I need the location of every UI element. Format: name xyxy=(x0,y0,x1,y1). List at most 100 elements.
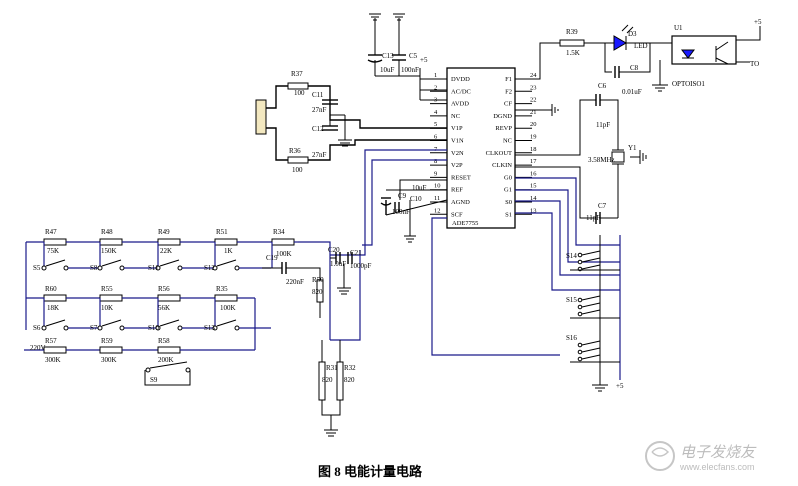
component-label-d: D3 xyxy=(628,30,637,38)
switch-contact xyxy=(577,304,583,310)
ic-pin-number: 15 xyxy=(530,183,537,190)
ic-pin-number: 5 xyxy=(434,121,437,128)
ic-pin-name: NC xyxy=(503,138,512,145)
component-label-plus5-top: +5 xyxy=(420,56,428,64)
component-label-r32: R32 xyxy=(344,364,356,372)
component-label-yv: 3.58MHz xyxy=(588,156,615,164)
component-label-r47: R47 xyxy=(45,228,57,236)
ic-pin-number: 8 xyxy=(434,158,437,165)
component-label-s11: S11 xyxy=(148,264,159,272)
ic-pin-name: G0 xyxy=(504,174,512,181)
switch-contact xyxy=(234,325,240,331)
component-label-c9v: 10uF xyxy=(412,184,427,192)
ic-pin-name: F1 xyxy=(505,76,512,83)
switch-contact xyxy=(119,325,125,331)
ic-pin-name: AVDD xyxy=(451,101,469,108)
switch-blade xyxy=(45,319,66,327)
switch-contact xyxy=(577,259,583,265)
component-label-r37: R37 xyxy=(291,70,303,78)
component-label-r36: R36 xyxy=(289,147,301,155)
switch-blade xyxy=(581,340,601,346)
component-label-s16: S16 xyxy=(566,334,577,342)
component-label-r35: R35 xyxy=(216,285,228,293)
component-label-c8v: 0.01uF xyxy=(622,88,642,96)
component-label-r49: R49 xyxy=(158,228,170,236)
switch-contact xyxy=(577,349,583,355)
switch-contact xyxy=(41,265,47,271)
component-label-s6: S6 xyxy=(33,324,41,332)
switch-contact xyxy=(234,265,240,271)
component-label-r35v: 100K xyxy=(220,304,236,312)
component-label-c5v: 100nF xyxy=(401,66,419,74)
ic-pin-number: 19 xyxy=(530,134,537,141)
component-label-c10: C10 xyxy=(410,195,422,203)
switch-blade xyxy=(45,259,66,267)
voltage-input-network xyxy=(24,241,361,437)
component-label-r59v: 300K xyxy=(101,356,117,364)
component-label-c21v: 1000pF xyxy=(350,262,372,270)
ic-pin-name: V1N xyxy=(451,138,464,145)
component-label-y: Y1 xyxy=(628,144,637,152)
component-label-r60: R60 xyxy=(45,285,57,293)
component-label-c9: C9 xyxy=(398,192,407,200)
component-label-dv: LED xyxy=(634,42,648,50)
ic-pin-name: CF xyxy=(504,101,512,108)
component-label-c13v: 10uF xyxy=(380,66,395,74)
switch-blade xyxy=(159,319,180,327)
component-label-r60v: 18K xyxy=(47,304,59,312)
component-label-r50v: 820 xyxy=(312,288,323,296)
watermark-title: 电子发烧友 xyxy=(680,444,757,461)
component-label-c13: C13 xyxy=(382,52,394,60)
component-label-s12: S12 xyxy=(204,264,215,272)
switch-blade xyxy=(149,361,188,369)
ic-pin-name: REF xyxy=(451,187,463,194)
watermark: 电子发烧友 www.elecfans.com xyxy=(645,441,757,472)
component-label-u: U1 xyxy=(674,24,683,32)
ic-pin-name: F2 xyxy=(505,88,512,95)
component-label-c7: C7 xyxy=(598,202,607,210)
ic-pin-number: 6 xyxy=(434,134,438,141)
resistor xyxy=(157,238,181,246)
component-label-r57: R57 xyxy=(45,337,57,345)
ic-pin-number: 18 xyxy=(530,146,537,153)
ic-pin-name: CLKIN xyxy=(492,162,512,169)
component-label-r39v: 1.5K xyxy=(566,49,580,57)
figure-caption: 图 8 电能计量电路 xyxy=(318,464,423,479)
component-label-r48v: 150K xyxy=(101,247,117,255)
ic-pin-number: 16 xyxy=(530,170,537,177)
component-label-to: TO xyxy=(750,60,759,68)
switch-blade xyxy=(101,319,122,327)
switch-contact xyxy=(63,325,69,331)
switch-contact xyxy=(97,265,103,271)
ic-pin-number: 23 xyxy=(530,84,537,91)
component-label-r32v: 820 xyxy=(344,376,355,384)
component-label-r31v: 820 xyxy=(322,376,333,384)
ic-pin-number: 1 xyxy=(434,72,437,79)
ic-pin-name: AC/DC xyxy=(451,88,471,95)
component-label-s14: S14 xyxy=(566,252,577,260)
component-label-r51v: 1K xyxy=(224,247,233,255)
ic-pin-number: 17 xyxy=(530,158,537,165)
component-label-c20v: 1.0uF xyxy=(330,260,346,268)
component-label-r57v: 300K xyxy=(45,356,61,364)
component-label-r39: R39 xyxy=(566,28,578,36)
component-label-c21: C21 xyxy=(350,249,362,257)
component-label-c11v: 27nF xyxy=(312,106,327,114)
resistor xyxy=(99,238,123,246)
ic-pin-number: 9 xyxy=(434,170,437,177)
ic-pin-number: 20 xyxy=(530,121,537,128)
switch-blade xyxy=(159,259,180,267)
component-label-c12: C12 xyxy=(312,125,324,133)
component-label-c19: C19 xyxy=(266,254,278,262)
ic-pin-number: 11 xyxy=(434,195,440,202)
switch-contact xyxy=(63,265,69,271)
switch-contact xyxy=(119,265,125,271)
component-label-r31: R31 xyxy=(326,364,338,372)
component-label-s15: S15 xyxy=(566,296,577,304)
switch-contact xyxy=(155,265,161,271)
component-label-s7: S7 xyxy=(90,324,98,332)
component-label-r34v: 100K xyxy=(276,250,292,258)
ic-pin-name: AGND xyxy=(451,199,470,206)
ic-pin-name: S1 xyxy=(505,211,512,218)
